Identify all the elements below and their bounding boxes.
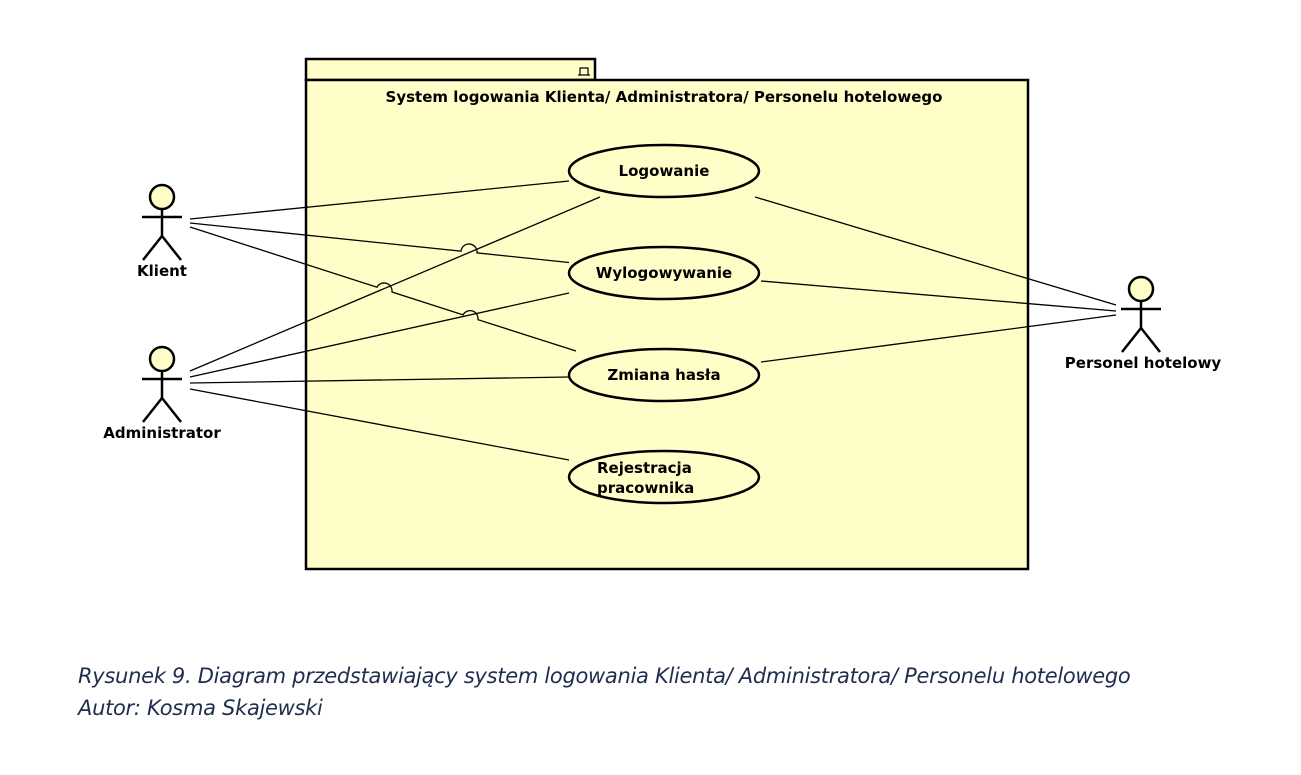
- use-case-label: Wylogowywanie: [596, 264, 732, 282]
- use-case-diagram: System logowania Klienta/ Administratora…: [103, 57, 1222, 571]
- package-tab: [304, 57, 597, 82]
- actor-personel-hotelowy: Personel hotelowy: [1065, 275, 1222, 372]
- actor-label: Klient: [137, 262, 187, 280]
- package-icon: [578, 67, 590, 76]
- association-klient-zmiana-hasla: [189, 226, 577, 352]
- actor-administrator: Administrator: [103, 345, 221, 442]
- system-title: System logowania Klienta/ Administratora…: [386, 88, 943, 106]
- association-personel-logowanie: [754, 196, 1117, 306]
- use-case-label-line1: Rejestracja: [597, 459, 692, 477]
- association-personel-wylogowywanie: [760, 280, 1117, 312]
- actor-label: Personel hotelowy: [1065, 354, 1222, 372]
- association-klient-logowanie: [189, 180, 570, 220]
- association-administrator-logowanie: [189, 196, 601, 372]
- actor-klient: Klient: [137, 183, 187, 280]
- stick-figure-icon: [1121, 275, 1161, 353]
- association-personel-zmiana-hasla: [760, 314, 1117, 363]
- association-administrator-zmiana-hasla: [189, 376, 570, 384]
- stick-figure-icon: [142, 345, 182, 423]
- figure-caption: Rysunek 9. Diagram przedstawiający syste…: [78, 664, 1131, 688]
- use-case-zmiana-hasla: Zmiana hasła: [567, 347, 761, 403]
- figure-author: Autor: Kosma Skajewski: [78, 696, 323, 720]
- use-case-label: Logowanie: [619, 162, 710, 180]
- use-case-wylogowywanie: Wylogowywanie: [567, 245, 761, 301]
- association-administrator-wylogowywanie: [189, 292, 570, 378]
- associations: [189, 180, 1117, 461]
- actor-label: Administrator: [103, 424, 221, 442]
- use-case-label: Zmiana hasła: [607, 366, 720, 384]
- use-case-logowanie: Logowanie: [567, 143, 761, 199]
- use-case-label-line2: pracownika: [597, 479, 694, 497]
- use-case-rejestracja-pracownika: Rejestracja pracownika: [567, 449, 761, 505]
- association-klient-wylogowywanie: [189, 222, 570, 264]
- association-administrator-rejestracja: [189, 388, 570, 461]
- stick-figure-icon: [142, 183, 182, 261]
